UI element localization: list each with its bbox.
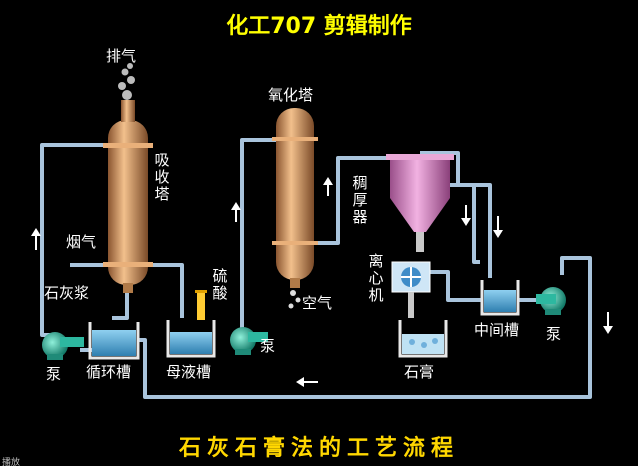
arrow-up-mid xyxy=(231,202,241,222)
absorber-tower xyxy=(103,100,153,293)
centrifuge xyxy=(391,261,431,318)
corner-play-text[interactable]: 播放 xyxy=(2,458,21,466)
circulation-tank xyxy=(88,322,140,360)
arrow-up-left xyxy=(31,228,41,250)
label-pump-mid: 泵 xyxy=(260,337,276,355)
pipe-lime-to-absorber-top xyxy=(40,143,108,337)
mother-liquor-tank xyxy=(166,320,216,358)
pipe-thickener-to-tank xyxy=(446,183,480,264)
label-gypsum: 石膏 xyxy=(404,363,435,381)
label-mother-liquor-tank: 母液槽 xyxy=(166,363,212,381)
pump-left xyxy=(42,332,84,360)
label-thickener: 稠厚器 xyxy=(352,174,368,226)
air-bubbles xyxy=(288,290,301,309)
arrow-down-1 xyxy=(461,205,471,226)
oxidizer-tower xyxy=(272,108,318,288)
pipe-centrifuge-liquid xyxy=(430,270,482,302)
arrow-up-oxidizer xyxy=(323,177,333,196)
gypsum-tank xyxy=(398,320,448,358)
flow-arrows xyxy=(31,177,613,387)
arrow-down-2 xyxy=(493,216,503,238)
label-pump-left: 泵 xyxy=(46,365,62,383)
label-circulation-tank: 循环槽 xyxy=(86,363,132,381)
exhaust-smoke xyxy=(118,63,135,100)
pipe-pump-to-oxidizer xyxy=(240,138,278,342)
pipe-absorber-to-mother-tank xyxy=(147,263,184,318)
pump-right xyxy=(536,287,566,315)
sulfuric-acid-feed xyxy=(195,290,207,320)
page-title: 化工707 剪辑制作 xyxy=(226,14,412,39)
label-air: 空气 xyxy=(302,294,333,312)
label-sulfuric-acid: 硫酸 xyxy=(212,267,228,302)
label-lime-slurry: 石灰浆 xyxy=(44,284,90,302)
label-flue-gas: 烟气 xyxy=(66,233,97,251)
arrow-down-right xyxy=(603,312,613,334)
arrow-left-bottom xyxy=(296,377,318,387)
pipe-bottom-return xyxy=(138,256,592,399)
thickener xyxy=(386,154,454,252)
diagram-caption: 石灰石膏法的工艺流程 xyxy=(178,435,459,461)
pipe-absorber-bottom xyxy=(112,290,129,320)
label-pump-right: 泵 xyxy=(546,325,562,343)
label-centrifuge: 离心机 xyxy=(368,252,384,304)
label-oxidizer: 氧化塔 xyxy=(268,86,314,104)
label-absorber: 吸收塔 xyxy=(154,151,170,203)
pump-mid xyxy=(230,327,268,355)
label-exhaust: 排气 xyxy=(106,47,137,65)
intermediate-tank xyxy=(480,280,520,316)
label-intermediate-tank: 中间槽 xyxy=(474,321,520,339)
